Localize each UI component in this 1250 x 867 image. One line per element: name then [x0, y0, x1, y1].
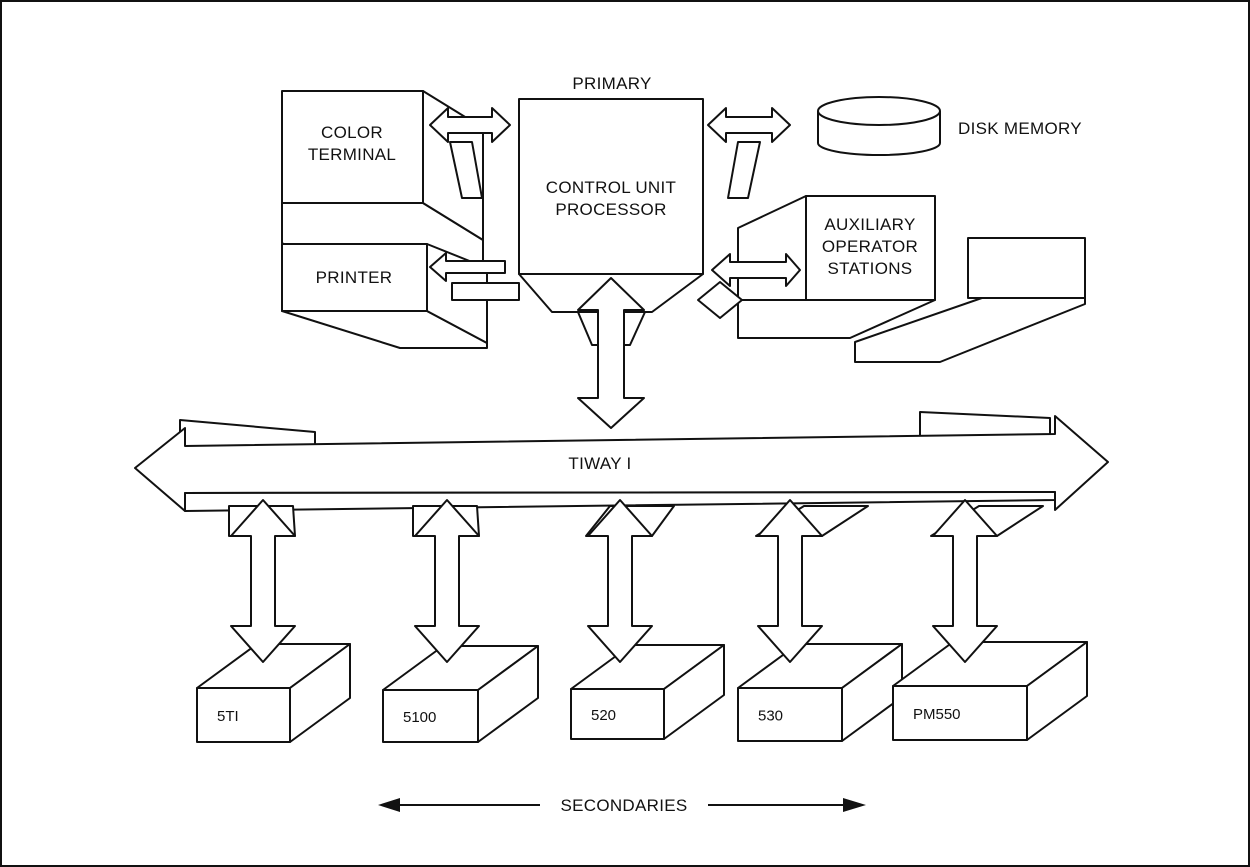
auxiliary-label-line3: STATIONS — [828, 259, 913, 278]
arrow-cu-disk — [707, 107, 791, 199]
secondary-unit-5100: 5100 — [382, 499, 539, 743]
arrow-bus-pm550 — [932, 499, 998, 663]
secondary-label: 5100 — [403, 709, 436, 726]
arrow-bus-530 — [757, 499, 823, 663]
secondary-unit-pm550: PM550 — [892, 499, 1088, 741]
control-unit-label-line1: CONTROL UNIT — [546, 178, 676, 197]
control-unit-box: CONTROL UNIT PROCESSOR — [518, 98, 704, 313]
color-terminal-label-line1: COLOR — [321, 123, 383, 142]
secondaries-label: SECONDARIES — [560, 796, 687, 815]
control-unit-label-line2: PROCESSOR — [555, 200, 666, 219]
tiway-bus: TIWAY I — [134, 411, 1109, 512]
arrow-printer-cu — [429, 252, 520, 301]
disk-memory-cylinder — [817, 96, 941, 156]
bus-label: TIWAY I — [568, 454, 631, 473]
auxiliary-label-line1: AUXILIARY — [824, 215, 915, 234]
arrow-cu-auxiliary — [697, 253, 801, 319]
arrow-bus-520 — [587, 499, 653, 663]
arrow-terminal-cu — [429, 107, 511, 199]
secondaries-group: 5TI 5100 520 530 PM550 — [196, 499, 1088, 743]
color-terminal-label-line2: TERMINAL — [308, 145, 396, 164]
disk-memory-label: DISK MEMORY — [958, 119, 1082, 138]
auxiliary-label-line2: OPERATOR — [822, 237, 918, 256]
secondary-label: PM550 — [913, 706, 961, 723]
secondary-unit-520: 520 — [570, 499, 725, 740]
secondary-unit-530: 530 — [737, 499, 903, 742]
printer-label: PRINTER — [316, 268, 393, 287]
secondary-label: 520 — [591, 707, 616, 724]
secondary-label: 5TI — [217, 708, 239, 725]
arrow-cu-bus — [577, 277, 646, 429]
secondaries-legend: SECONDARIES — [378, 796, 866, 815]
secondary-unit-5ti: 5TI — [196, 499, 351, 743]
secondary-label: 530 — [758, 708, 783, 725]
arrow-bus-5ti — [230, 499, 296, 663]
primary-label: PRIMARY — [572, 74, 651, 93]
arrow-bus-5100 — [414, 499, 480, 663]
